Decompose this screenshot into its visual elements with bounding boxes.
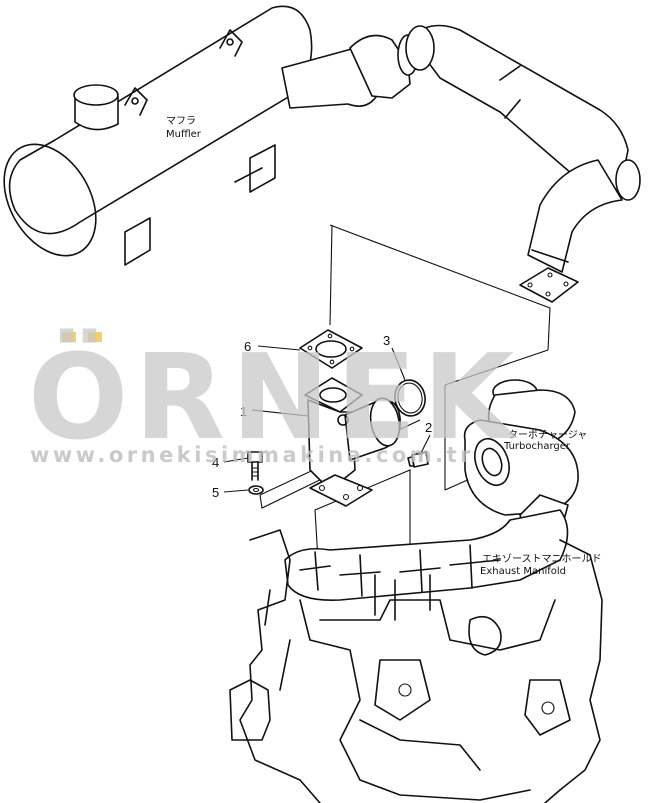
watermark-brand: ÖRNEK — [28, 328, 520, 466]
elbow-adapter — [304, 377, 402, 507]
muffler-label-en: Muffler — [166, 129, 202, 140]
watermark-umlaut-dot-right — [88, 332, 102, 342]
turbocharger-label-jp: ターボチャージャ — [508, 429, 587, 441]
callout-4: 4 — [212, 455, 219, 470]
manifold-label-jp: エキゾーストマニホールド — [482, 553, 602, 565]
muffler — [3, 5, 419, 266]
muffler-label-jp: マフラ — [166, 115, 196, 127]
callout-3: 3 — [383, 333, 390, 348]
callout-2: 2 — [425, 420, 432, 435]
turbocharger-label-en: Turbocharger — [503, 441, 571, 452]
watermark: ÖRNEK www.ornekisimmakina.com.tr — [28, 328, 520, 467]
seal-ring — [394, 379, 426, 417]
exhaust-manifold — [284, 509, 569, 602]
callout-1: 1 — [240, 404, 247, 419]
gasket — [299, 329, 363, 369]
callout-5: 5 — [212, 485, 219, 500]
engine-block — [229, 529, 603, 803]
callout-leaders — [223, 345, 431, 493]
watermark-url: www.ornekisimmakina.com.tr — [30, 443, 474, 467]
callout-6: 6 — [244, 339, 251, 354]
manifold-label-en: Exhaust Manifold — [480, 566, 566, 577]
washer — [248, 485, 264, 495]
exhaust-pipe — [405, 24, 641, 303]
watermark-umlaut-dot-left — [62, 332, 76, 342]
bolt — [247, 451, 263, 481]
